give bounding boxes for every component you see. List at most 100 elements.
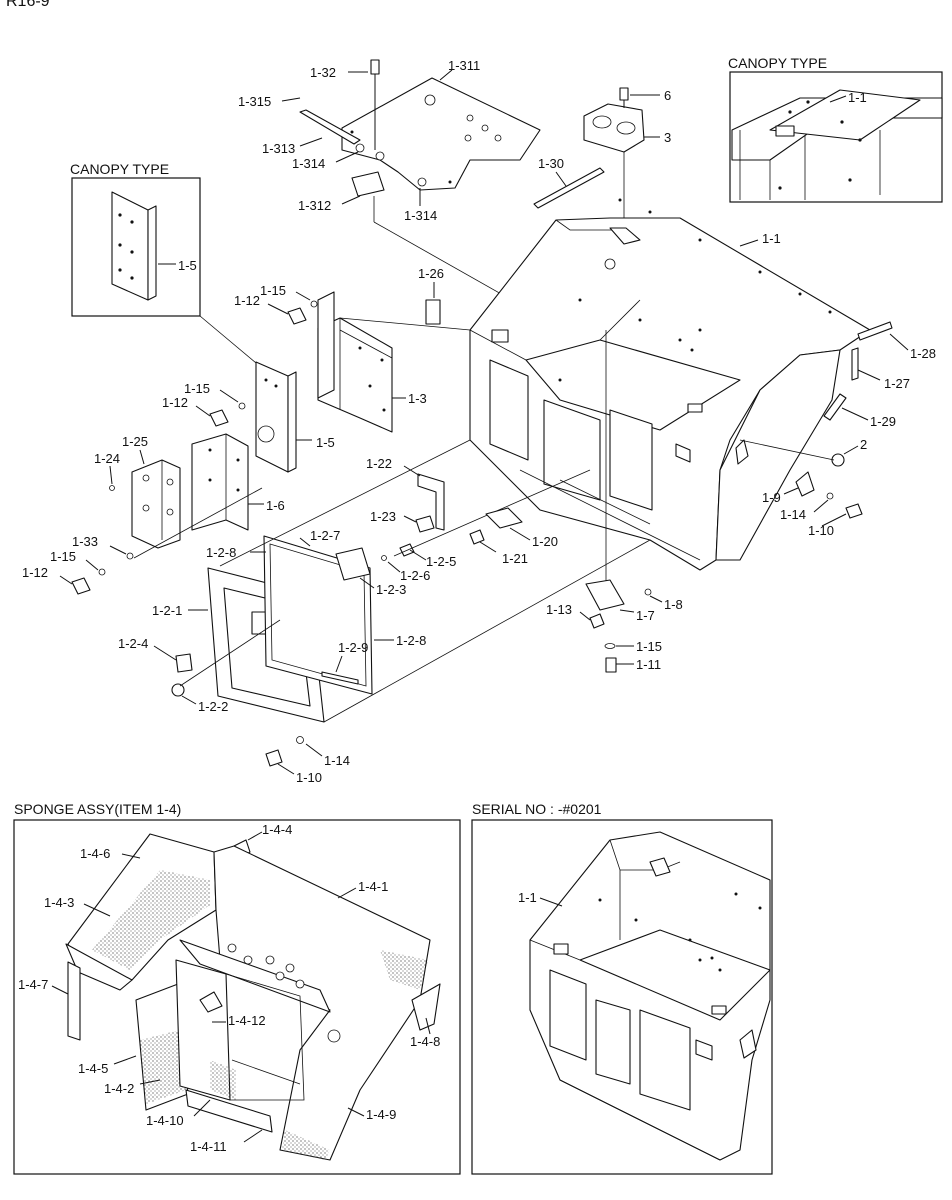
label-1-4-10: 1-4-10 (146, 1113, 184, 1128)
label-1-4-6: 1-4-6 (80, 846, 110, 861)
label-1-4-11: 1-4-11 (190, 1139, 227, 1154)
label-1-25: 1-25 (122, 434, 148, 449)
label-1-5: 1-5 (316, 435, 335, 450)
label-1-2-4: 1-2-4 (118, 636, 148, 651)
label-1-28: 1-28 (910, 346, 936, 361)
label-1-315: 1-315 (238, 94, 271, 109)
label-1-4-12: 1-4-12 (228, 1013, 266, 1028)
bracket-1-20 (485, 507, 523, 529)
label-1-4-4: 1-4-4 (262, 822, 292, 837)
plate-1-5 (255, 361, 297, 473)
bracket-1-25 (131, 459, 181, 549)
plate-1-2-3 (335, 547, 371, 581)
sponge-assy-inset: SPONGE ASSY(ITEM 1-4) (13, 801, 461, 1175)
label-1-24: 1-24 (94, 451, 120, 466)
label-1-4-9: 1-4-9 (366, 1107, 396, 1122)
serial-inset-frame (471, 819, 773, 1175)
label-1-3: 1-3 (408, 391, 427, 406)
serial-no-inset: SERIAL NO : -#0201 (471, 801, 773, 1175)
bolt-1-23 (415, 515, 435, 533)
label-1-15-d: 1-15 (636, 639, 662, 654)
label-1-2-5: 1-2-5 (426, 554, 456, 569)
label-1-5-canopy: 1-5 (178, 258, 197, 273)
canopy-type-heading-left: CANOPY TYPE (70, 161, 169, 177)
rod-1-2-9 (321, 671, 359, 685)
label-1-311: 1-311 (448, 58, 480, 73)
label-1-2-9: 1-2-9 (338, 640, 368, 655)
trim-strip-1-30 (533, 167, 605, 209)
trim-1-29 (823, 393, 847, 421)
label-1-12-c: 1-12 (22, 565, 48, 580)
label-1-4-2: 1-4-2 (104, 1081, 134, 1096)
canopy-type-inset-top: CANOPY TYPE 1-1 (728, 55, 943, 203)
label-1-2-6: 1-2-6 (400, 568, 430, 583)
label-1-26: 1-26 (418, 266, 444, 281)
label-1-4-3: 1-4-3 (44, 895, 74, 910)
label-1-27: 1-27 (884, 376, 910, 391)
sponge-assy-heading: SPONGE ASSY(ITEM 1-4) (14, 801, 181, 817)
knob-1-2-2 (171, 683, 185, 697)
canopy-type-heading-top: CANOPY TYPE (728, 55, 827, 71)
cup-holder-3 (583, 103, 645, 153)
label-1-12-b: 1-12 (162, 395, 188, 410)
label-1-10-b: 1-10 (296, 770, 322, 785)
trim-1-27 (851, 347, 859, 381)
label-1-15-a: 1-15 (260, 283, 286, 298)
label-serial-1-1: 1-1 (518, 890, 537, 905)
label-1-2-8-b: 1-2-8 (396, 633, 426, 648)
label-1-4-7: 1-4-7 (18, 977, 48, 992)
label-1-32: 1-32 (310, 65, 336, 80)
canopy-inset-frame-top (729, 71, 943, 203)
label-1-21: 1-21 (502, 551, 528, 566)
bracket-1-22 (417, 473, 445, 531)
pad-1-26 (425, 299, 441, 325)
label-1-4-5: 1-4-5 (78, 1061, 108, 1076)
label-1-10-a: 1-10 (808, 523, 834, 538)
canopy-roof-drawing (731, 89, 943, 200)
label-3: 3 (664, 130, 671, 145)
hinge-1-2-4 (175, 653, 193, 673)
sponge-inset-frame (13, 819, 461, 1175)
hinge-rod-1-313 (299, 109, 361, 145)
label-1-8: 1-8 (664, 597, 683, 612)
label-1-33: 1-33 (72, 534, 98, 549)
bracket-1-6 (191, 433, 249, 531)
trim-1-28 (857, 321, 893, 341)
label-1-2-2: 1-2-2 (198, 699, 228, 714)
label-1-2-8-a: 1-2-8 (206, 545, 236, 560)
cap-2 (831, 453, 845, 467)
label-1-312: 1-312 (298, 198, 331, 213)
label-1-14-b: 1-14 (324, 753, 350, 768)
bracket-1-7 (585, 579, 625, 611)
label-1-314-b: 1-314 (404, 208, 437, 223)
label-1-9: 1-9 (762, 490, 781, 505)
label-1-23: 1-23 (370, 509, 396, 524)
label-1-12-a: 1-12 (234, 293, 260, 308)
label-1-14-a: 1-14 (780, 507, 806, 522)
label-1-29: 1-29 (870, 414, 896, 429)
bolt-1-32 (370, 59, 380, 150)
label-1-20: 1-20 (532, 534, 558, 549)
label-1-2-7: 1-2-7 (310, 528, 340, 543)
hinge-bracket-1-312 (351, 171, 427, 197)
canopy-inset-frame-left (71, 177, 201, 317)
label-1-4-1: 1-4-1 (358, 879, 388, 894)
label-1-2-1: 1-2-1 (152, 603, 182, 618)
label-1-13: 1-13 (546, 602, 572, 617)
label-1-1-main: 1-1 (762, 231, 781, 246)
label-6: 6 (664, 88, 671, 103)
label-1-2-3: 1-2-3 (376, 582, 406, 597)
label-2: 2 (860, 437, 867, 452)
label-1-6: 1-6 (266, 498, 285, 513)
label-1-314-a: 1-314 (292, 156, 325, 171)
label-1-11: 1-11 (636, 657, 661, 672)
label-1-1-canopy: 1-1 (848, 90, 867, 105)
label-1-4-8: 1-4-8 (410, 1034, 440, 1049)
main-frame-1-1 (469, 198, 871, 571)
serial-no-heading: SERIAL NO : -#0201 (472, 801, 602, 817)
bracket-1-9 (795, 471, 815, 497)
page-code: R16-9 (6, 0, 50, 10)
label-1-22: 1-22 (366, 456, 392, 471)
canopy-type-inset-left: CANOPY TYPE 1-5 (70, 161, 263, 369)
